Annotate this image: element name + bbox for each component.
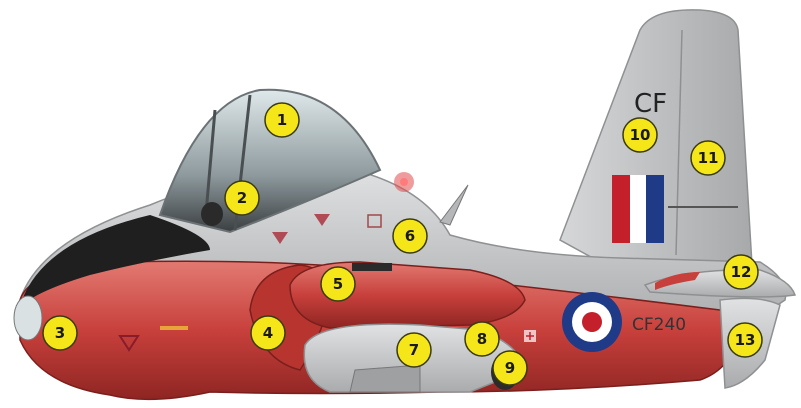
tip-tank-stripe [352,263,392,271]
tail-code-text: CF [634,89,667,119]
beacon-light-core [400,178,408,186]
callout-marker-label-10: 10 [630,126,651,144]
callout-marker-label-11: 11 [698,149,719,167]
pilot-helmet [201,202,223,226]
callout-marker-label-1: 1 [277,111,287,129]
callout-marker-label-12: 12 [731,263,752,281]
callout-marker-label-3: 3 [55,324,65,342]
callout-marker-label-2: 2 [237,189,247,207]
callout-marker-label-8: 8 [477,330,487,348]
callout-marker-label-4: 4 [263,324,273,342]
serial-text: CF240 [632,315,686,335]
raf-roundel [562,292,622,352]
dorsal-antenna [440,185,468,225]
callout-marker-label-13: 13 [735,331,756,349]
callout-marker-label-9: 9 [505,359,515,377]
callout-marker-label-7: 7 [409,341,419,359]
nose-tip [14,296,42,340]
callout-marker-label-6: 6 [405,227,415,245]
callout-marker-label-5: 5 [333,275,343,293]
fin-flash [612,175,664,243]
